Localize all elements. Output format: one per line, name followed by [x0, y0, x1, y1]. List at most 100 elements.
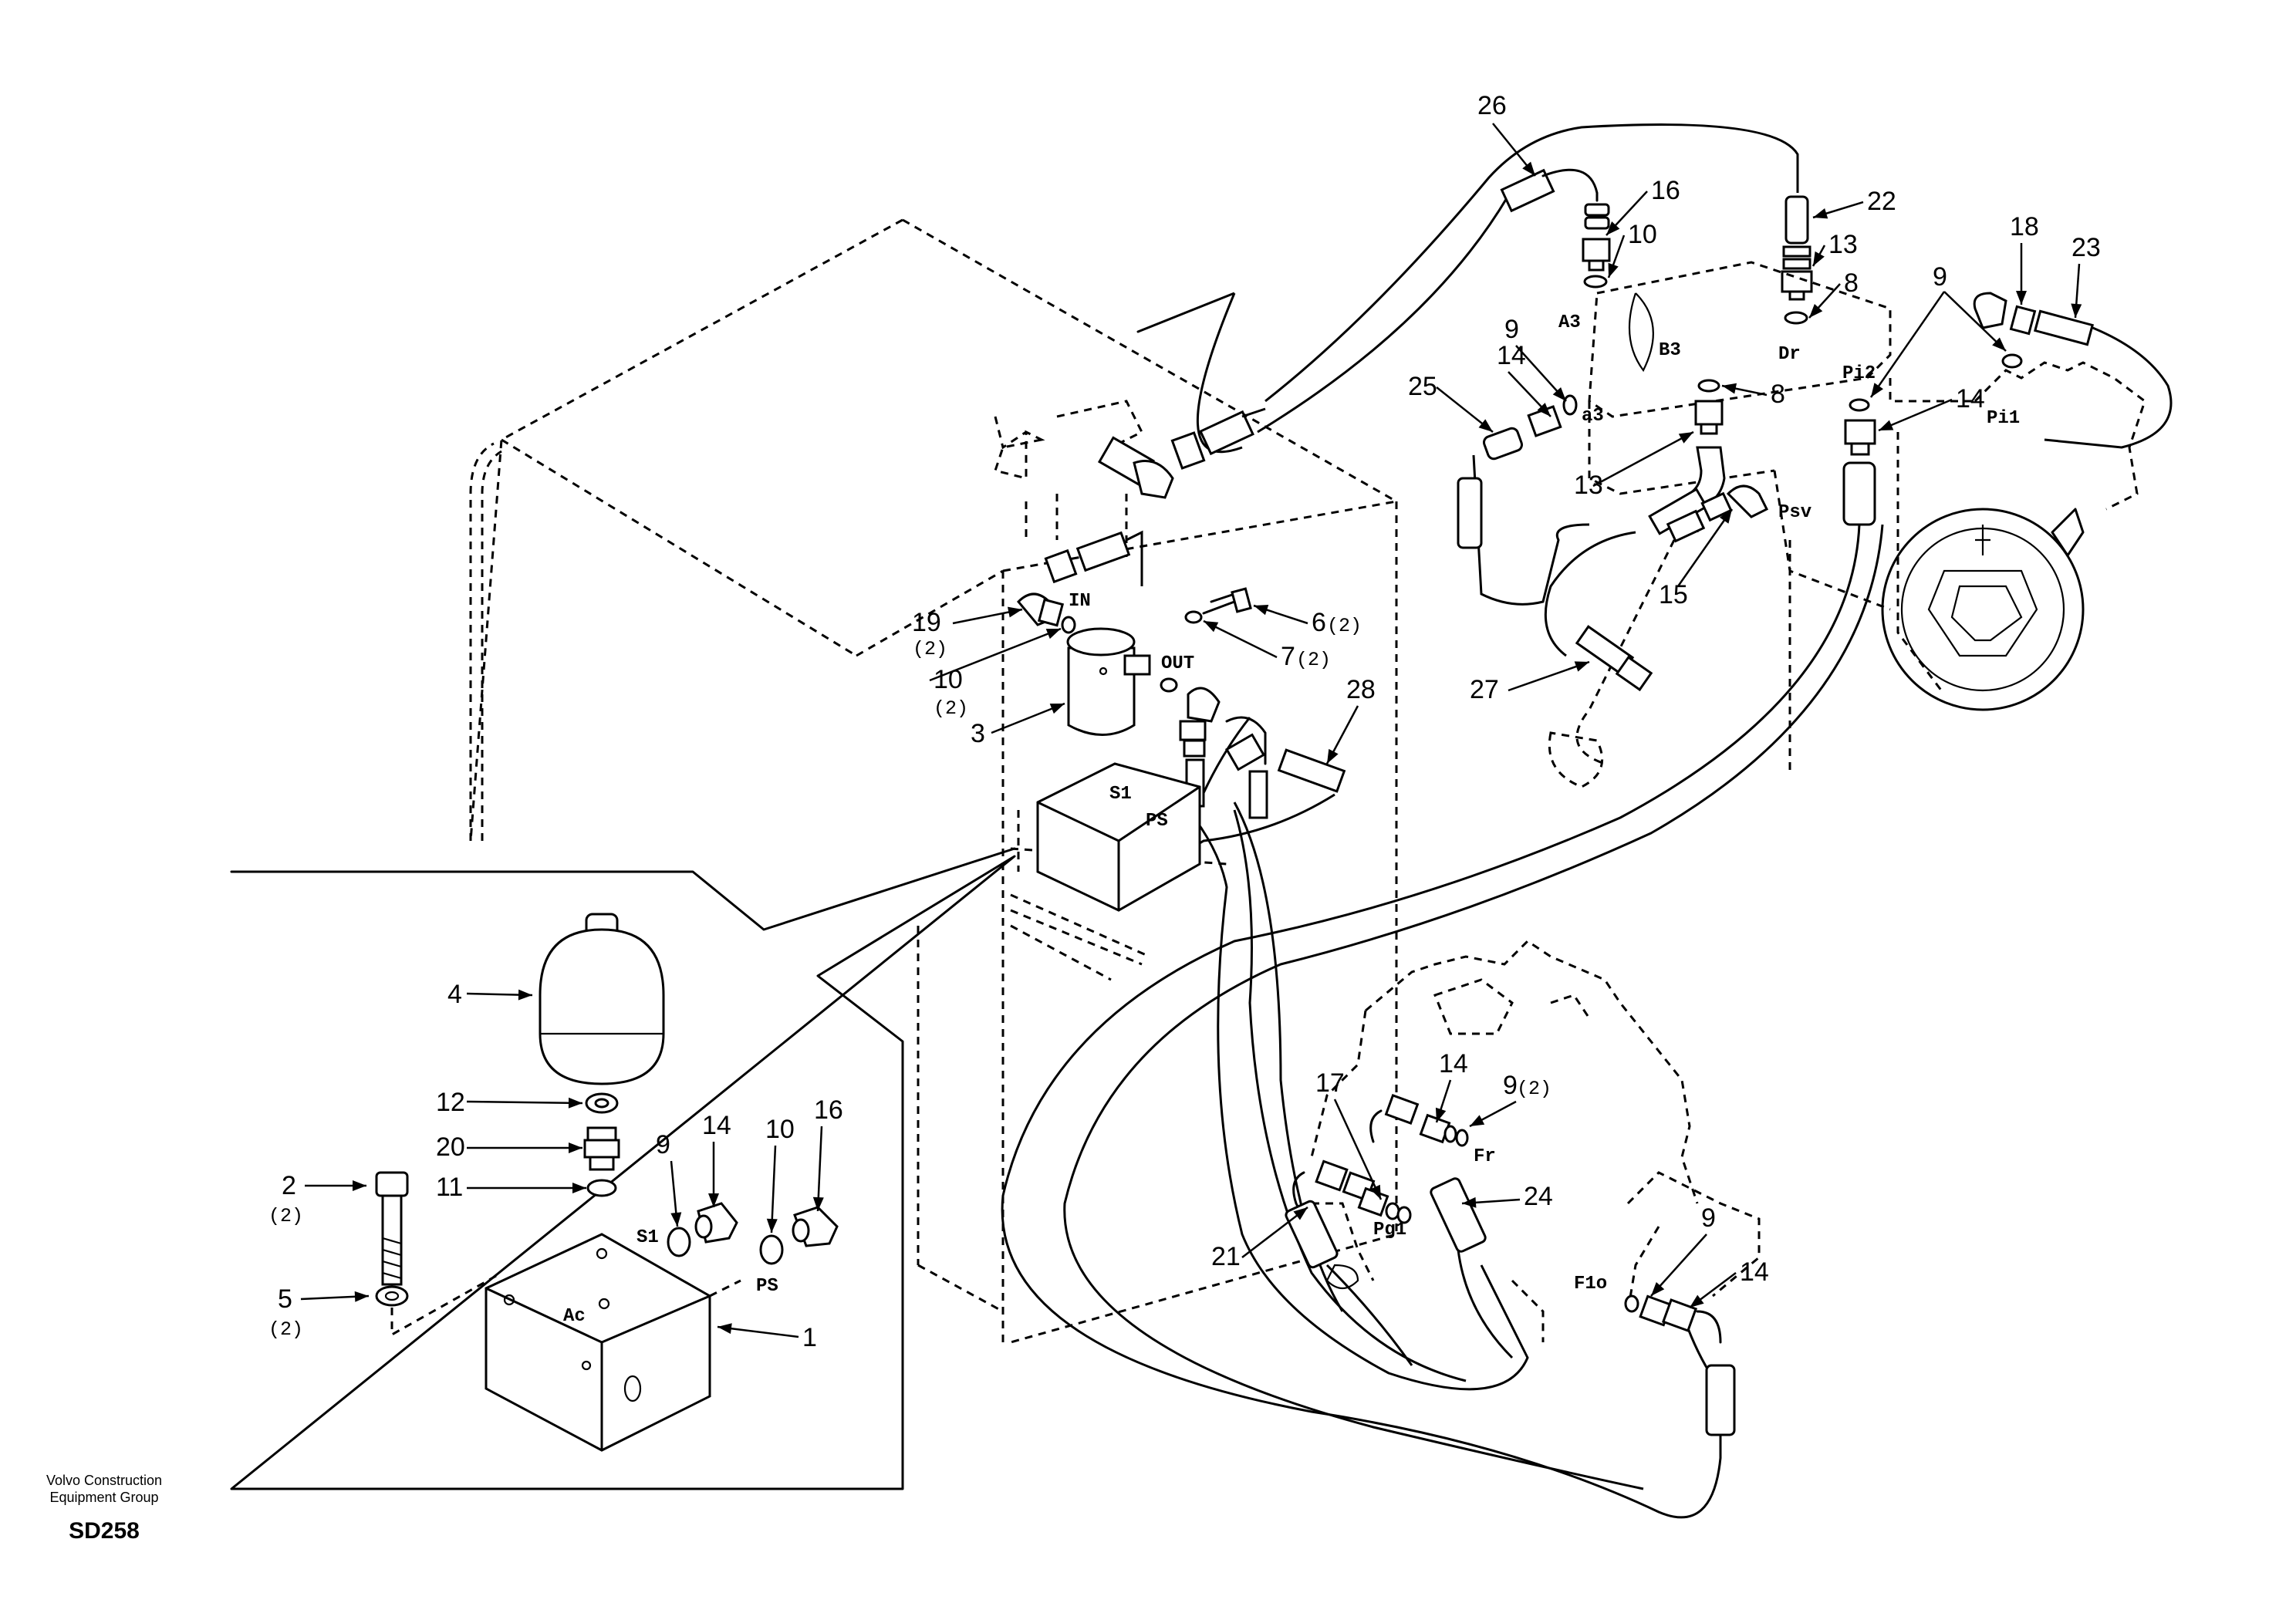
- port-pi2: Pi2: [1842, 363, 1876, 384]
- leader-arrowhead-28: [1327, 748, 1339, 764]
- leader-arrowhead-14a: [1537, 403, 1551, 417]
- qty-2: (2): [268, 1205, 303, 1227]
- qty-9: (2): [1517, 1078, 1551, 1100]
- leader-arrowhead-15: [1719, 509, 1732, 524]
- leader-line-27: [1508, 660, 1590, 692]
- leader-arrowhead-10a: [1608, 262, 1619, 278]
- leader-arrowhead-8a: [1809, 303, 1823, 318]
- control-valve-outline: [1548, 261, 1975, 788]
- leader-arrowhead-1: [718, 1323, 732, 1335]
- callout-3: 3: [971, 719, 985, 748]
- port-flo: F1o: [1574, 1274, 1607, 1294]
- callout-9c: 9: [656, 1130, 670, 1159]
- main-pump-outline: [1310, 940, 1761, 1342]
- port-a3-lower: a3: [1582, 406, 1604, 427]
- port-out: OUT: [1161, 653, 1194, 674]
- callout-7: 7: [1281, 642, 1295, 671]
- org-line-1: Volvo Construction: [46, 1473, 163, 1488]
- hose-23-assembly: [1973, 292, 2095, 369]
- leader-arrowhead-21: [1293, 1207, 1308, 1220]
- leader-arrowhead-24: [1462, 1196, 1477, 1208]
- leader-arrowhead-5: [354, 1291, 369, 1302]
- leader-line-10b: [929, 627, 1062, 682]
- leader-arrowhead-23: [2071, 303, 2082, 318]
- port-a3: A3: [1558, 312, 1581, 333]
- hose-22-assembly: [1781, 195, 1813, 325]
- leader-arrowhead-9c: [670, 1212, 682, 1227]
- hose-26-assembly: [1500, 168, 1611, 289]
- callout-19: 19: [912, 608, 941, 637]
- callout-20: 20: [436, 1132, 465, 1162]
- leader-line-17: [1333, 1099, 1383, 1200]
- leader-lines: [300, 123, 2082, 1338]
- bolt-6-washer-7: [1184, 587, 1252, 624]
- callout-labels: 1 2 3 4 5 6 7 8 8 9 9 9 9 9 10 10 10 11 …: [278, 91, 2101, 1352]
- leader-line-15: [1676, 508, 1734, 587]
- port-fr: Fr: [1474, 1146, 1496, 1167]
- callout-2: 2: [282, 1171, 296, 1200]
- detail-inset: [230, 847, 1016, 1490]
- drawing-footer: Volvo Construction Equipment Group SD258: [23, 1472, 185, 1544]
- port-pi1: Pi1: [1987, 408, 2020, 429]
- leader-arrowhead-6: [1254, 604, 1269, 616]
- leader-arrowhead-10b: [1045, 629, 1061, 640]
- leader-arrowhead-14d: [1435, 1107, 1447, 1122]
- pump-motor: [1881, 361, 2146, 711]
- port-in: IN: [1069, 591, 1091, 612]
- callout-14c: 14: [702, 1111, 731, 1140]
- callout-12: 12: [436, 1088, 465, 1117]
- callout-10a: 10: [1628, 220, 1657, 249]
- callout-10b: 10: [934, 665, 963, 694]
- port-psv: Psv: [1778, 502, 1811, 523]
- leader-line-10c: [770, 1145, 777, 1234]
- leader-arrowhead-11: [572, 1183, 586, 1193]
- callout-4: 4: [447, 980, 462, 1009]
- leader-arrowhead-4: [518, 989, 532, 1001]
- leader-arrowhead-8b: [1722, 383, 1737, 394]
- callout-25: 25: [1408, 372, 1437, 401]
- port-b3: B3: [1659, 340, 1681, 361]
- callout-9e: 9: [1701, 1203, 1716, 1233]
- leader-arrowhead-20: [569, 1142, 582, 1153]
- hose-28-fittings: [1224, 716, 1346, 819]
- callout-21: 21: [1211, 1242, 1241, 1271]
- port-ps-detail: PS: [756, 1276, 778, 1297]
- leader-arrowhead-26: [1522, 161, 1535, 176]
- leader-arrowhead-27: [1574, 661, 1589, 672]
- leader-line-12: [466, 1100, 583, 1105]
- leader-arrowhead-13b: [1678, 432, 1693, 444]
- filter-3: [1016, 592, 1221, 808]
- leader-arrowhead-9a: [1552, 386, 1566, 401]
- leader-arrowhead-9b2: [1871, 383, 1884, 397]
- org-line-2: Equipment Group: [49, 1490, 159, 1505]
- callout-9b: 9: [1933, 262, 1947, 292]
- callout-14b: 14: [1956, 384, 1985, 413]
- port-labels: IN OUT S1 PS S1 PS Ac A3 B3 Dr a3 Psv Pi…: [563, 312, 2020, 1327]
- qty-19: (2): [913, 638, 947, 660]
- leader-arrowhead-16b: [812, 1196, 824, 1211]
- leader-line-16b: [816, 1126, 823, 1212]
- valve-fittings: [1457, 379, 1876, 692]
- leader-arrowhead-10c: [766, 1218, 778, 1233]
- quantity-labels: (2) (2) (2) (2) (2) (2) (2): [268, 615, 1551, 1341]
- detail-plugs: [667, 1202, 839, 1265]
- callout-8b: 8: [1771, 380, 1785, 409]
- bolt-2-washer-5: [375, 1171, 502, 1337]
- callout-17: 17: [1315, 1068, 1345, 1098]
- port-ac: Ac: [563, 1306, 586, 1327]
- leader-arrowhead-9b: [1992, 337, 2006, 351]
- port-pg1: Pg1: [1373, 1220, 1406, 1240]
- leader-arrowhead-3: [1049, 704, 1065, 714]
- callout-14a: 14: [1497, 341, 1526, 370]
- callout-26: 26: [1477, 91, 1507, 120]
- callout-16b: 16: [814, 1095, 843, 1125]
- callout-15: 15: [1659, 580, 1688, 609]
- callout-28: 28: [1346, 675, 1376, 704]
- qty-10: (2): [934, 697, 968, 720]
- callout-13a: 13: [1828, 230, 1858, 259]
- callout-24: 24: [1524, 1182, 1553, 1211]
- port-s1-detail: S1: [636, 1227, 659, 1248]
- callout-14d: 14: [1439, 1049, 1468, 1078]
- leader-arrowhead-13a: [1813, 251, 1825, 266]
